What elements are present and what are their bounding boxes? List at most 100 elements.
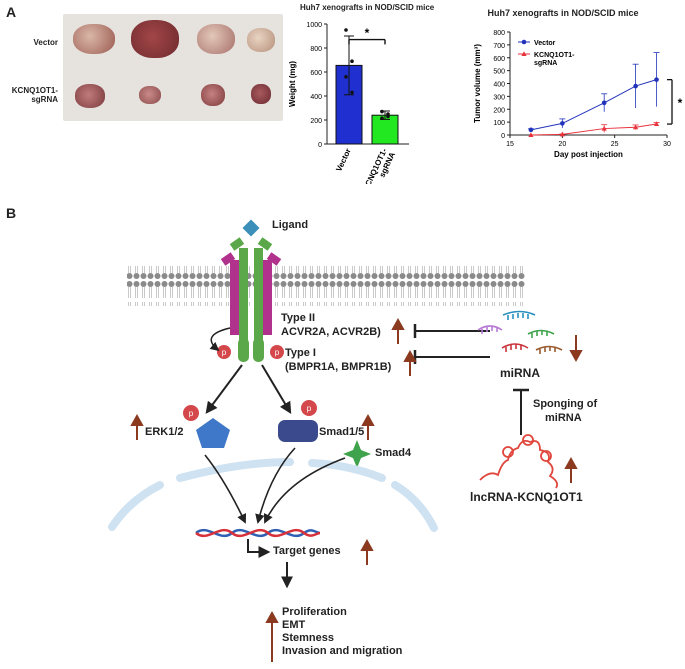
up-arrow-icon <box>403 349 417 362</box>
up-arrow-icon <box>130 413 144 426</box>
y-tick-label: 100 <box>493 120 505 127</box>
y-tick-label: 1000 <box>306 22 322 29</box>
sponging-label-2: miRNA <box>545 412 582 424</box>
up-arrow-icon <box>361 413 375 426</box>
photo-row-label-sgrna: KCNQ1OT1- sgRNA <box>11 86 58 104</box>
data-point <box>559 131 565 137</box>
nuclear-envelope <box>176 458 294 482</box>
outcome-item: Proliferation <box>282 606 347 618</box>
legend-label-line: sgRNA <box>534 60 557 67</box>
nuclear-envelope <box>108 481 164 531</box>
legend-label-line: KCNQ1OT1- <box>534 52 575 59</box>
data-point <box>653 121 660 127</box>
legend-label: KCNQ1OT1-sgRNA <box>534 52 575 67</box>
significance-star: * <box>365 26 370 40</box>
type1-genes: (BMPR1A, BMPR1B) <box>285 361 392 373</box>
phospho-icon <box>217 345 231 359</box>
series-line <box>530 79 657 131</box>
ligand-label: Ligand <box>272 219 309 231</box>
y-axis-label: Weight (mg) <box>288 61 297 107</box>
y-tick-label: 0 <box>318 142 322 149</box>
line-chart-title: Huh7 xenografts in NOD/SCID mice <box>487 8 639 18</box>
tumor-sgrna-4 <box>251 84 271 104</box>
erk-icon <box>196 418 230 448</box>
significance-star: * <box>678 96 683 110</box>
phospho-icon <box>270 345 284 359</box>
regulation-arrows <box>130 317 583 662</box>
panel-a-letter: A <box>6 4 17 20</box>
sponging-label-1: Sponging of <box>533 398 598 410</box>
x-tick-label: 20 <box>558 141 566 148</box>
tumor-vector-1 <box>73 24 115 54</box>
y-tick-label: 800 <box>310 46 322 53</box>
y-tick-label: 400 <box>493 82 505 89</box>
x-axis-label: Day post injection <box>554 150 623 159</box>
panel-b-letter: B <box>6 205 17 221</box>
data-point <box>654 77 659 82</box>
lncrna-icon <box>479 434 559 489</box>
data-point <box>601 100 607 106</box>
data-point <box>560 121 565 126</box>
target-genes-label: Target genes <box>273 545 341 557</box>
data-point <box>344 75 348 79</box>
phospho-label: p <box>189 409 194 418</box>
up-arrow-icon <box>564 456 578 469</box>
data-point <box>528 132 534 137</box>
y-tick-label: 500 <box>493 69 505 76</box>
legend-marker <box>521 39 527 45</box>
receptor-complex <box>220 237 282 362</box>
y-axis-label: Tumor volume (mm³) <box>473 44 482 123</box>
photo-row-label-vector: Vector <box>33 38 58 47</box>
data-point <box>344 28 348 32</box>
data-point <box>380 116 384 120</box>
cell-membrane <box>127 266 525 306</box>
tumor-sgrna-2 <box>139 86 161 104</box>
x-tick-label: 25 <box>611 141 619 148</box>
data-point <box>601 125 607 131</box>
type2-label: Type II <box>281 312 316 324</box>
tumor-vector-3 <box>197 24 235 54</box>
legend-label-line: Vector <box>534 40 556 47</box>
nuclear-envelope <box>391 481 438 532</box>
data-point <box>350 59 354 63</box>
legend-marker <box>521 51 527 56</box>
y-tick-label: 600 <box>310 70 322 77</box>
data-point <box>350 90 354 95</box>
up-arrow-icon <box>265 610 279 623</box>
arrow-smad4-to-dna <box>263 457 346 524</box>
arrow-smad-to-dna <box>255 447 296 524</box>
y-tick-label: 200 <box>493 107 505 114</box>
lncrna-label: lncRNA-KCNQ1OT1 <box>470 490 583 504</box>
data-point <box>528 127 534 133</box>
x-tick-label: Vector <box>334 147 352 173</box>
y-tick-label: 700 <box>493 43 505 50</box>
x-tick-label: 15 <box>506 141 514 148</box>
arrow-erk-to-dna <box>204 454 247 524</box>
down-arrow-icon <box>569 350 583 363</box>
phospho-label: p <box>222 348 227 357</box>
smad4-icon <box>343 440 371 468</box>
phospho-icon <box>301 400 317 416</box>
y-tick-label: 800 <box>493 30 505 37</box>
x-tick-label-line: Vector <box>334 147 352 173</box>
outcome-list: Proliferation EMT Stemness Invasion and … <box>282 606 402 658</box>
phospho-label: p <box>307 404 312 413</box>
bar <box>371 114 399 145</box>
type1-label: Type I <box>285 347 316 359</box>
smad15-icon <box>278 420 318 442</box>
tumor-photo <box>63 14 283 121</box>
data-point <box>386 112 390 116</box>
outcome-item: Stemness <box>282 632 334 644</box>
tumor-sgrna-1 <box>75 84 105 108</box>
tumor-sgrna-3 <box>201 84 225 106</box>
up-arrow-icon <box>391 317 405 330</box>
y-tick-label: 600 <box>493 56 505 63</box>
data-point <box>633 124 639 130</box>
smad4-label: Smad4 <box>375 447 412 459</box>
signaling-diagram: p p p p <box>108 219 583 662</box>
erk-label: ERK1/2 <box>145 426 184 438</box>
smad15-label: Smad1/5 <box>319 426 365 438</box>
up-arrow-icon <box>360 538 374 551</box>
